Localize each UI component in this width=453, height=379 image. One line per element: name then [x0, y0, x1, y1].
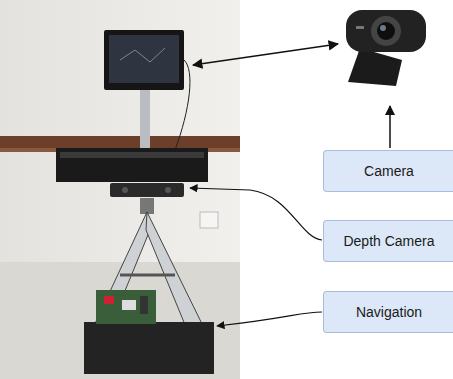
- process-box: Navigation: [323, 291, 453, 333]
- box-label: Depth Camera: [337, 233, 440, 250]
- wall-socket: [200, 212, 218, 228]
- box-label: Camera: [358, 163, 420, 180]
- wall-stripe: [0, 136, 240, 148]
- leader-arrow: [190, 188, 322, 240]
- pole: [140, 90, 150, 150]
- leader-arrow: [217, 312, 322, 326]
- leader-arrow: [193, 44, 338, 65]
- tray: [56, 148, 208, 182]
- robot-base: [84, 322, 214, 374]
- monitor-screen: [109, 35, 179, 83]
- box-label: Navigation: [350, 304, 428, 321]
- leader-arrow: [389, 106, 391, 148]
- monitor: [104, 30, 184, 90]
- depth-camera: [110, 183, 184, 197]
- circuit-board: [96, 290, 156, 324]
- wall: [0, 0, 240, 379]
- webcam-icon: [346, 10, 426, 86]
- process-box: Camera: [323, 150, 453, 192]
- process-box: Depth Camera: [323, 220, 453, 262]
